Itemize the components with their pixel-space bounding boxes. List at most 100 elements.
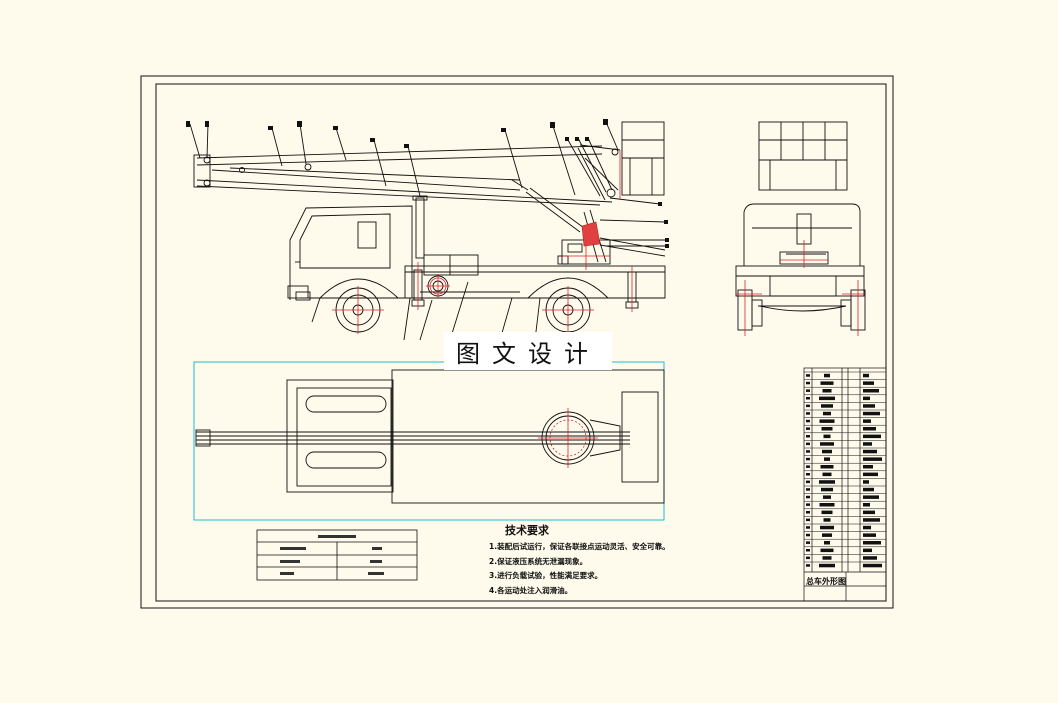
parts-list-name-mark xyxy=(822,389,832,393)
parts-list-index-mark xyxy=(806,397,810,400)
parts-list-material-mark xyxy=(863,434,881,439)
parts-list-material-mark xyxy=(863,419,871,423)
parts-list-material-mark xyxy=(863,449,877,454)
parts-list-name-mark xyxy=(820,548,834,553)
parts-list-name-mark xyxy=(820,442,834,446)
parts-list-name-mark xyxy=(819,563,835,568)
parts-list-index-mark xyxy=(806,427,810,430)
parts-list-name-mark xyxy=(819,503,835,507)
parts-list-index-mark xyxy=(806,374,810,377)
parts-list-index-mark xyxy=(806,442,810,446)
parts-list-name-mark xyxy=(821,487,833,492)
parts-list-name-mark xyxy=(822,472,832,477)
parts-list-index-mark xyxy=(806,556,810,560)
parts-list-material-mark xyxy=(863,411,880,416)
parts-list-index-mark xyxy=(806,473,810,476)
parts-list-name-mark xyxy=(824,373,830,378)
parts-list-material-mark xyxy=(863,510,875,515)
parts-list-material-mark xyxy=(863,541,881,545)
tech-requirement-item: 1.装配后试运行，保证各联接点运动灵活、安全可靠。 xyxy=(489,542,670,551)
parts-list-name-mark xyxy=(822,556,832,560)
parts-list-name-mark xyxy=(822,449,832,454)
parts-list-index-mark xyxy=(806,435,810,438)
parts-list-index-mark xyxy=(806,533,810,537)
parts-list-material-mark xyxy=(863,548,872,553)
front-view xyxy=(735,121,866,331)
parts-list-name-mark xyxy=(819,480,835,484)
parts-list-material-mark xyxy=(863,518,880,522)
parts-list-name-mark xyxy=(821,510,833,515)
tech-requirements-list: 1.装配后试运行，保证各联接点运动灵活、安全可靠。 2.保证液压系统无泄漏现象。… xyxy=(489,540,670,598)
parts-list-name-mark xyxy=(824,541,830,545)
tech-requirement-item: 3.进行负载试验，性能满足要求。 xyxy=(489,571,603,580)
parts-list-index-mark xyxy=(806,511,810,514)
parts-list-material-mark xyxy=(863,503,870,507)
parts-list-material-mark xyxy=(863,472,878,477)
top-view-centerlines xyxy=(538,408,598,468)
tech-requirement-item: 2.保证液压系统无泄漏现象。 xyxy=(489,556,588,566)
parts-list-material-mark xyxy=(863,427,876,431)
parts-list-material-mark xyxy=(863,389,879,393)
parts-list-name-mark xyxy=(823,518,831,522)
parts-list-index-mark xyxy=(806,541,810,544)
parts-list-index-mark xyxy=(806,564,810,567)
inner-border xyxy=(155,83,887,602)
parts-list-name-mark xyxy=(820,465,834,469)
parts-list-index-mark xyxy=(806,381,810,385)
parts-list-index-mark xyxy=(806,488,810,491)
parts-list-index-mark xyxy=(806,526,810,529)
parts-list-name-mark xyxy=(819,419,835,423)
title-block-drawing-name: 总车外形图 xyxy=(806,577,846,586)
parts-list-name-mark xyxy=(821,427,833,431)
parameter-table xyxy=(256,529,418,581)
parts-list-material-mark xyxy=(863,381,874,385)
parts-list-index-mark xyxy=(806,480,810,484)
watermark-label: 图文设计 xyxy=(444,332,612,370)
leader-tags xyxy=(186,119,669,248)
parameter-table-text-marks xyxy=(280,535,384,575)
parts-list-name-mark xyxy=(821,404,833,408)
parts-list-name-mark xyxy=(823,411,831,416)
parts-list-index-mark xyxy=(806,450,810,453)
parts-list-material-mark xyxy=(863,495,879,499)
parts-list-material-mark xyxy=(863,533,876,537)
parts-list-index-mark xyxy=(806,518,810,522)
hatch-region xyxy=(581,221,601,247)
side-view-centerlines xyxy=(332,150,633,334)
parts-list-material-mark xyxy=(863,556,877,560)
parts-list-material-mark xyxy=(863,457,882,461)
parts-list-name-mark xyxy=(819,396,835,401)
parts-list-material-mark xyxy=(863,442,872,446)
parts-list-material-mark xyxy=(863,396,870,401)
parts-list-material-mark xyxy=(863,465,873,469)
parts-list-index-mark xyxy=(806,419,810,423)
parts-list-material-mark xyxy=(863,563,882,568)
tech-requirements-title: 技术要求 xyxy=(505,524,549,537)
parts-list-name-mark xyxy=(823,434,831,439)
parts-list-index-mark xyxy=(806,389,810,392)
parts-list-name-mark xyxy=(822,533,832,537)
parts-list-material-mark xyxy=(863,525,871,530)
parts-list-index-mark xyxy=(806,404,810,408)
parts-list-material-mark xyxy=(863,480,869,484)
parts-list xyxy=(803,367,887,602)
parts-list-material-mark xyxy=(863,373,869,378)
parts-list-name-mark xyxy=(824,457,830,461)
outer-border xyxy=(140,75,894,609)
parts-list-material-mark xyxy=(863,404,875,408)
parts-list-index-mark xyxy=(806,465,810,468)
tech-requirement-item: 4.各运动处注入润滑油。 xyxy=(489,585,573,595)
parts-list-rows xyxy=(804,371,886,568)
parts-list-index-mark xyxy=(806,503,810,506)
parts-list-index-mark xyxy=(806,495,810,499)
parts-list-name-mark xyxy=(820,525,834,530)
parts-list-index-mark xyxy=(806,412,810,415)
parts-list-name-mark xyxy=(820,381,834,385)
parts-list-index-mark xyxy=(806,549,810,552)
top-view xyxy=(195,369,665,504)
parts-list-material-mark xyxy=(863,487,874,492)
parts-list-name-mark xyxy=(823,495,831,499)
front-view-centerlines xyxy=(736,240,866,336)
parts-list-index-mark xyxy=(806,457,810,461)
